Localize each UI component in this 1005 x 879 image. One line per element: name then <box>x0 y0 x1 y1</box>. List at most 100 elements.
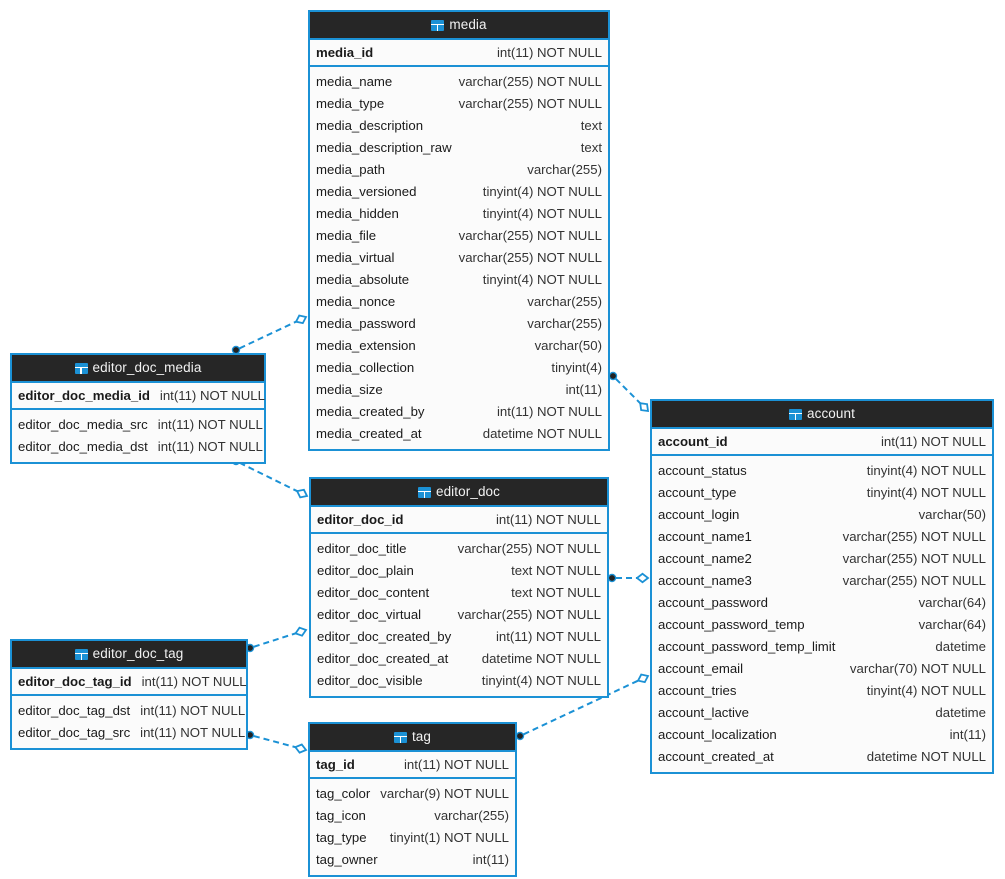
rel-editor_doc_tag-editor_doc[interactable] <box>245 626 308 653</box>
spacer <box>12 744 246 748</box>
field-name: account_localization <box>658 727 777 742</box>
entity-header-editor_doc_media[interactable]: editor_doc_media <box>12 355 264 381</box>
field-name: account_password <box>658 595 768 610</box>
rel-media-account[interactable] <box>608 371 650 413</box>
field-type: varchar(50) <box>918 507 986 522</box>
rel-editor_doc_tag-tag[interactable] <box>245 730 308 754</box>
field-type: tinyint(1) NOT NULL <box>389 830 509 845</box>
field-type: datetime NOT NULL <box>866 749 986 764</box>
field-type: varchar(64) <box>918 595 986 610</box>
entity-header-account[interactable]: account <box>652 401 992 427</box>
field-name: media_extension <box>316 338 416 353</box>
relation-target-diamond <box>639 402 650 413</box>
field-row[interactable]: account_password varchar(64) <box>652 592 992 614</box>
rel-editor_doc-account[interactable] <box>607 572 650 584</box>
field-row[interactable]: media_virtual varchar(255) NOT NULL <box>310 247 608 269</box>
entity-header-media[interactable]: media <box>310 12 608 38</box>
field-type: tinyint(4) NOT NULL <box>866 485 986 500</box>
field-name: account_created_at <box>658 749 774 764</box>
field-name: account_name3 <box>658 573 752 588</box>
table-icon <box>417 487 431 498</box>
field-name: media_created_by <box>316 404 425 419</box>
relation-line <box>239 461 300 493</box>
field-type: tinyint(4) NOT NULL <box>482 272 602 287</box>
entity-header-editor_doc[interactable]: editor_doc <box>311 479 607 505</box>
entity-header-editor_doc_tag[interactable]: editor_doc_tag <box>12 641 246 667</box>
field-type: datetime <box>935 705 986 720</box>
table-icon <box>74 363 88 374</box>
field-name: media_versioned <box>316 184 417 199</box>
relation-target-diamond <box>294 314 308 325</box>
field-type: varchar(255) NOT NULL <box>842 529 986 544</box>
entity-header-tag[interactable]: tag <box>310 724 515 750</box>
field-name: media_size <box>316 382 383 397</box>
field-type: varchar(255) <box>527 316 602 331</box>
field-name: media_virtual <box>316 250 395 265</box>
field-name: media_description_raw <box>316 140 452 155</box>
field-name: media_nonce <box>316 294 396 309</box>
field-type: varchar(255) NOT NULL <box>458 250 602 265</box>
field-row[interactable]: account_created_at datetime NOT NULL <box>652 746 992 768</box>
field-type: int(11) NOT NULL <box>140 703 246 718</box>
rel-editor_doc_media-media[interactable] <box>231 314 308 355</box>
field-name: account_password_temp_limit <box>658 639 836 654</box>
